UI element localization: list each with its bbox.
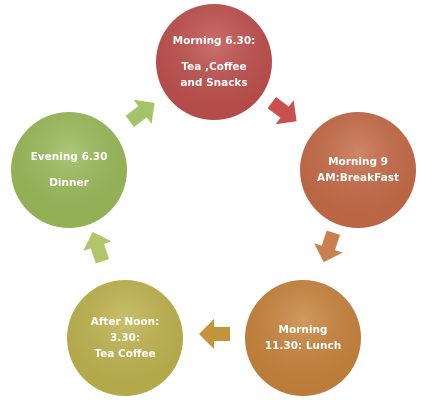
arrow-5-to-1-arrow (125, 99, 155, 127)
label-line: AM:BreakFast (316, 172, 400, 184)
morning-9-shading (300, 112, 416, 228)
morning-9-node (300, 112, 416, 228)
evening-630-node (11, 112, 127, 228)
label-line: Morning (278, 324, 328, 336)
label-line: Tea ,Coffee (181, 61, 247, 73)
arrow-4-to-5-arrow (83, 231, 112, 264)
label-line: After Noon: (90, 316, 160, 328)
label-line: Morning 6.30: (172, 35, 256, 47)
label-line: 11.30: Lunch (264, 340, 342, 352)
label-spacer (173, 49, 256, 59)
label-line: 3.30: (109, 332, 141, 344)
label-line: Morning 9 (328, 156, 388, 168)
afternoon-330-label: After Noon: 3.30: Tea Coffee (91, 314, 160, 362)
morning-630-label: Morning 6.30: Tea ,Coffee and Snacks (173, 33, 256, 91)
morning-1130-label: Morning 11.30: Lunch (265, 322, 341, 354)
morning-1130-shading (245, 280, 361, 396)
label-line: Tea Coffee (94, 348, 156, 360)
arrow-3-to-4-arrow (199, 319, 230, 349)
morning-9-label: Morning 9 AM:BreakFast (317, 154, 399, 186)
evening-630-shading (11, 112, 127, 228)
arrow-2-to-3-arrow (314, 230, 343, 263)
afternoon-330-node (67, 280, 183, 396)
morning-630-shading (156, 4, 272, 120)
label-line: Evening 6.30 (30, 151, 108, 163)
label-spacer (31, 165, 108, 175)
label-line: and Snacks (180, 77, 248, 89)
morning-1130-node (245, 280, 361, 396)
afternoon-330-shading (67, 280, 183, 396)
morning-630-node (156, 4, 272, 120)
label-line: Dinner (49, 177, 89, 189)
arrow-1-to-2-arrow (267, 97, 297, 125)
